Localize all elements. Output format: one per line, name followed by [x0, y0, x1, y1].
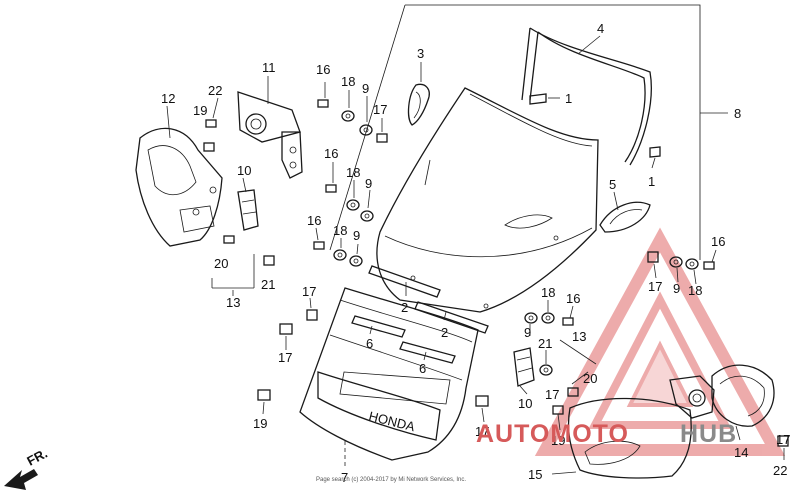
- callout-20: 20: [214, 256, 228, 271]
- callout-18: 18: [541, 285, 555, 300]
- callout-21: 21: [538, 336, 552, 351]
- callout-9: 9: [365, 176, 372, 191]
- callout-16: 16: [316, 62, 330, 77]
- callout-22: 22: [773, 463, 787, 478]
- callout-8: 8: [734, 106, 741, 121]
- left-mirror-housing: [135, 127, 223, 247]
- triangle-logo-icon: [534, 227, 786, 456]
- fairing-brand-label: HONDA: [367, 408, 417, 434]
- callout-16: 16: [566, 291, 580, 306]
- callout-12: 12: [161, 91, 175, 106]
- callout-1: 1: [565, 91, 572, 106]
- mirror-base-part-3: [407, 83, 430, 126]
- callout-17: 17: [373, 102, 387, 117]
- assembly-boundary: [329, 4, 728, 260]
- callout-19: 19: [253, 416, 267, 431]
- garnish-part-5: [599, 201, 651, 233]
- callout-15: 15: [528, 467, 542, 482]
- trim-strip-6: [351, 315, 456, 364]
- right-mirror-housing: [567, 397, 692, 479]
- callout-9: 9: [673, 281, 680, 296]
- watermark-text: AUTOMOTO: [476, 420, 629, 448]
- callout-13: 13: [226, 295, 240, 310]
- callout-18: 18: [346, 165, 360, 180]
- callout-20: 20: [583, 371, 597, 386]
- direction-label: FR.: [24, 446, 50, 469]
- bracket-left: [237, 189, 259, 231]
- callout-16: 16: [711, 234, 725, 249]
- callout-14: 14: [734, 445, 748, 460]
- callout-22: 22: [208, 83, 222, 98]
- callout-19: 19: [551, 433, 565, 448]
- callout-6: 6: [366, 336, 373, 351]
- callout-1: 1: [648, 174, 655, 189]
- callout-16: 16: [307, 213, 321, 228]
- callout-10: 10: [518, 396, 532, 411]
- callout-7: 7: [341, 470, 348, 485]
- callout-4: 4: [597, 21, 604, 36]
- callout-2: 2: [441, 325, 448, 340]
- callout-5: 5: [609, 177, 616, 192]
- right-mirror: [669, 364, 775, 427]
- callout-18: 18: [333, 223, 347, 238]
- callout-18: 18: [688, 283, 702, 298]
- callout-18: 18: [341, 74, 355, 89]
- callout-17: 17: [278, 350, 292, 365]
- clip-part-1: [529, 93, 661, 158]
- callout-6: 6: [419, 361, 426, 376]
- washers: [333, 110, 699, 376]
- bracket-right: [513, 347, 535, 387]
- callout-2: 2: [401, 300, 408, 315]
- watermark-text-suffix: HUB: [680, 420, 737, 448]
- leader-lines: [166, 35, 785, 475]
- callout-19: 19: [193, 103, 207, 118]
- callout-16: 16: [324, 146, 338, 161]
- callout-labels: 1 1 2 2 3 4 5 6 6 7 8 9 9 9 9 9 10 10 11…: [161, 21, 790, 485]
- callout-9: 9: [362, 81, 369, 96]
- windscreen-seal: [521, 27, 652, 166]
- callout-3: 3: [417, 46, 424, 61]
- callout-9: 9: [353, 228, 360, 243]
- callout-17: 17: [776, 432, 790, 447]
- callout-17: 17: [545, 387, 559, 402]
- callout-17: 17: [648, 279, 662, 294]
- callout-9: 9: [524, 325, 531, 340]
- callout-17: 17: [302, 284, 316, 299]
- windscreen: [376, 87, 599, 313]
- trim-strip-2: [368, 265, 489, 334]
- callout-17: 17: [475, 424, 489, 439]
- callout-13: 13: [572, 329, 586, 344]
- callout-11: 11: [262, 60, 276, 75]
- callout-21: 21: [261, 277, 275, 292]
- arrow-front-icon: FR.: [4, 446, 50, 490]
- mirror-mount: [237, 91, 303, 179]
- copyright-text: Page search (c) 2004-2017 by Mi Network …: [316, 477, 466, 483]
- callout-10: 10: [237, 163, 251, 178]
